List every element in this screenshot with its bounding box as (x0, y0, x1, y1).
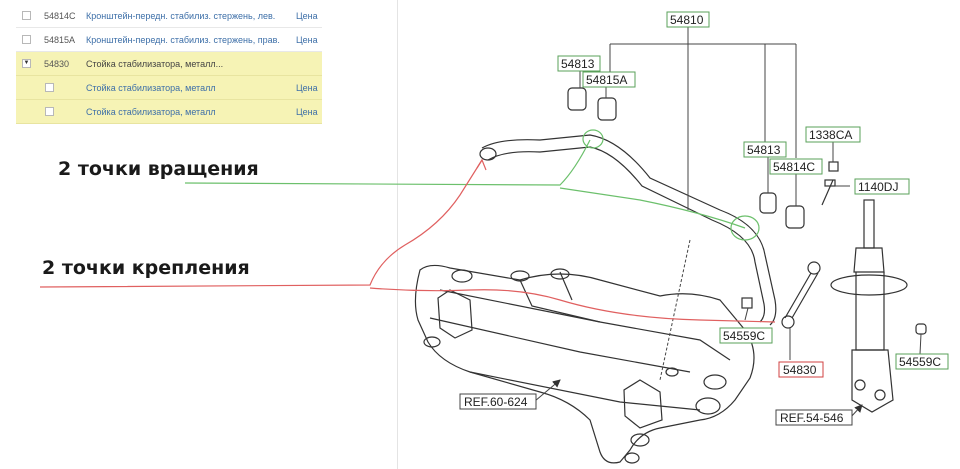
mounting-points-annotation: 2 точки крепления (42, 257, 250, 279)
part-name-link[interactable]: Стойка стабилизатора, металл (86, 82, 216, 93)
parts-subrow[interactable]: Стойка стабилизатора, металл Цена (16, 100, 322, 124)
stabilizer-bar-drawing (479, 87, 805, 326)
callout-labels: 54810 54813 54815A 54813 54814C 1338CA 1… (459, 11, 949, 426)
callout-54830[interactable]: 54830 (778, 361, 824, 378)
row-checkbox[interactable] (45, 83, 54, 92)
svg-text:54559C: 54559C (723, 329, 765, 343)
part-name-link[interactable]: Кронштейн-передн. стабилиз. стержень, пр… (86, 34, 280, 45)
svg-text:54830: 54830 (783, 363, 817, 377)
callout-54813[interactable]: 54813 (743, 141, 787, 158)
row-checkbox[interactable] (45, 107, 54, 116)
parts-list: 54814C Кронштейн-передн. стабилиз. стерж… (16, 4, 322, 124)
svg-text:54813: 54813 (561, 57, 595, 71)
part-number: 54814C (44, 10, 76, 21)
parts-row[interactable]: 54814C Кронштейн-передн. стабилиз. стерж… (16, 4, 322, 28)
price-link[interactable]: Цена (296, 10, 318, 21)
parts-row[interactable]: 54815A Кронштейн-передн. стабилиз. стерж… (16, 28, 322, 52)
part-name-link[interactable]: Кронштейн-передн. стабилиз. стержень, ле… (86, 10, 276, 21)
svg-text:54815A: 54815A (586, 73, 627, 87)
callout-1140dj[interactable]: 1140DJ (854, 178, 910, 195)
callout-54814c[interactable]: 54814C (769, 158, 823, 175)
row-checkbox[interactable] (22, 11, 31, 20)
svg-text:1338CA: 1338CA (809, 128, 852, 142)
part-name: Стойка стабилизатора, металл... (86, 58, 224, 69)
svg-text:1140DJ: 1140DJ (858, 180, 898, 194)
svg-text:REF.60-624: REF.60-624 (464, 395, 528, 409)
panel-divider (397, 0, 398, 469)
ref-54-546[interactable]: REF.54-546 (775, 409, 853, 426)
callout-54559c[interactable]: 54559C (719, 327, 773, 344)
subframe-drawing (414, 264, 755, 464)
callout-54559c[interactable]: 54559C (895, 353, 949, 370)
rotation-arrows (184, 129, 760, 241)
mounting-arrows (39, 158, 776, 323)
price-link[interactable]: Цена (296, 106, 318, 117)
price-link[interactable]: Цена (296, 82, 318, 93)
svg-text:54814C: 54814C (773, 160, 815, 174)
stabilizer-link-drawing (741, 161, 839, 329)
svg-text:54813: 54813 (747, 143, 781, 157)
leader-lines (534, 27, 922, 419)
svg-text:54810: 54810 (670, 13, 704, 27)
expand-toggle-icon[interactable]: ▼ (22, 59, 31, 68)
callout-1338ca[interactable]: 1338CA (805, 126, 861, 143)
row-checkbox[interactable] (22, 35, 31, 44)
strut-drawing (830, 199, 927, 413)
part-number: 54830 (44, 58, 70, 69)
svg-text:54559C: 54559C (899, 355, 941, 369)
part-number: 54815A (44, 34, 76, 45)
callout-54815a[interactable]: 54815A (582, 71, 636, 88)
callout-54810[interactable]: 54810 (666, 11, 710, 28)
rotation-points-annotation: 2 точки вращения (58, 158, 259, 180)
parts-subrow[interactable]: Стойка стабилизатора, металл Цена (16, 76, 322, 100)
svg-text:REF.54-546: REF.54-546 (780, 411, 844, 425)
callout-54813[interactable]: 54813 (557, 55, 601, 72)
price-link[interactable]: Цена (296, 34, 318, 45)
parts-row-expanded[interactable]: ▼ 54830 Стойка стабилизатора, металл... (16, 52, 322, 76)
part-name-link[interactable]: Стойка стабилизатора, металл (86, 106, 216, 117)
ref-60-624[interactable]: REF.60-624 (459, 393, 537, 410)
